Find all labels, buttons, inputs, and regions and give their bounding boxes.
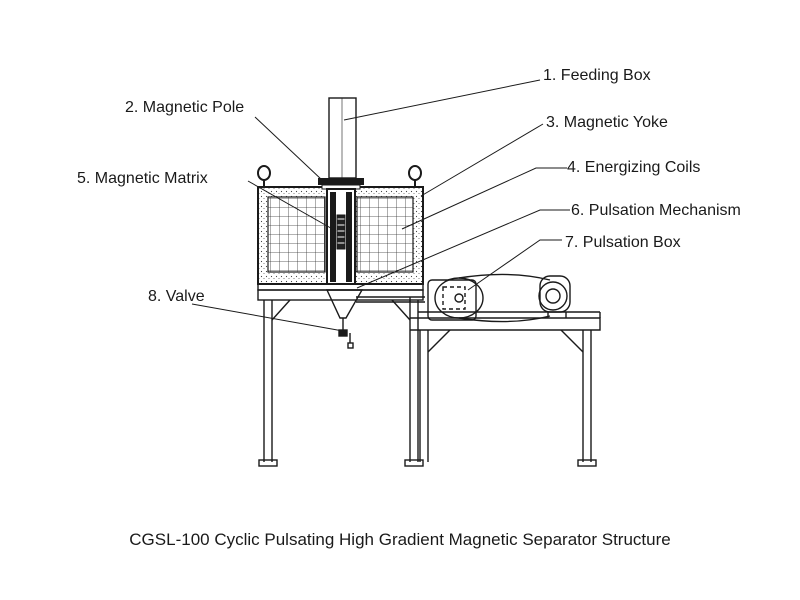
label-pulsation-mechanism: 6. Pulsation Mechanism	[571, 202, 741, 219]
leader-magnetic-matrix	[247, 180, 337, 232]
main-stand-drawing	[257, 289, 424, 467]
leader-magnetic-pole	[254, 116, 323, 181]
pulsation-mechanism-drawing	[356, 296, 425, 303]
label-valve: 8. Valve	[148, 288, 205, 305]
label-magnetic-pole: 2. Magnetic Pole	[125, 99, 244, 116]
diagram-caption: CGSL-100 Cyclic Pulsating High Gradient …	[129, 530, 670, 549]
side-table-drawing	[410, 311, 601, 467]
magnetic-pole-drawing	[318, 178, 364, 190]
feeding-box-drawing	[328, 97, 357, 179]
leader-pulsation-mechanism	[356, 209, 570, 289]
leader-lines	[191, 79, 570, 332]
leader-pulsation-box	[467, 239, 562, 291]
label-pulsation-box: 7. Pulsation Box	[565, 234, 681, 251]
pulsation-box-drawing	[427, 273, 571, 323]
valve-drawing	[325, 289, 364, 349]
label-magnetic-matrix: 5. Magnetic Matrix	[77, 170, 208, 187]
leader-feeding-box	[343, 79, 541, 121]
label-energizing-coils: 4. Energizing Coils	[567, 159, 700, 176]
magnetic-matrix-drawing	[326, 188, 356, 285]
leader-energizing-coils	[401, 167, 567, 230]
leader-valve	[191, 303, 344, 332]
label-magnetic-yoke: 3. Magnetic Yoke	[546, 114, 668, 131]
leader-magnetic-yoke	[420, 123, 544, 197]
label-feeding-box: 1. Feeding Box	[543, 67, 651, 84]
energizing-coils-drawing	[267, 196, 414, 273]
labels: 1. Feeding Box 2. Magnetic Pole 3. Magne…	[77, 67, 741, 305]
